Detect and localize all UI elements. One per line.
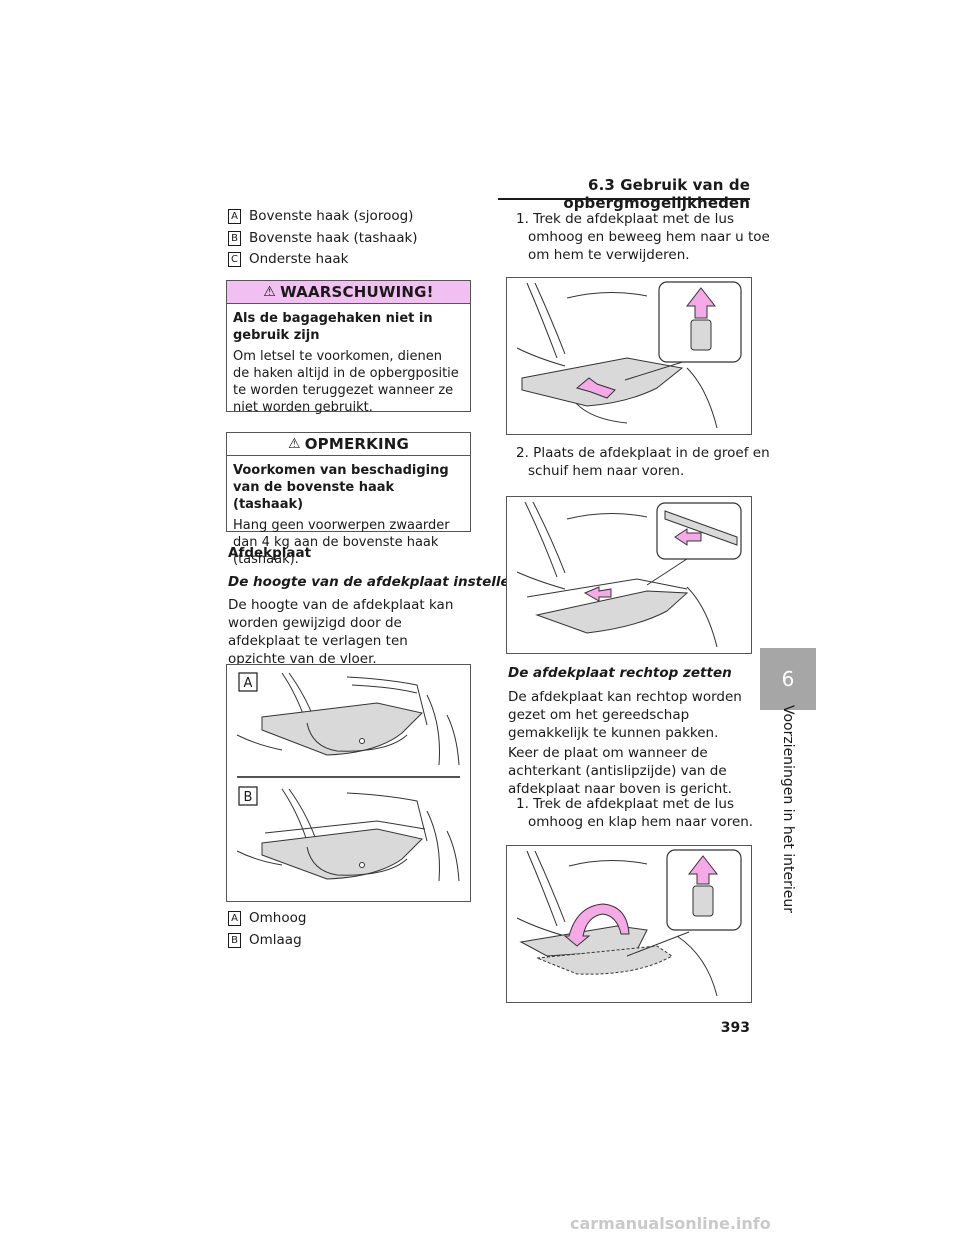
legend-item-b: B Bovenste haak (tashaak) bbox=[228, 230, 418, 246]
warning-header: ⚠ WAARSCHUWING! bbox=[227, 281, 470, 304]
badge-b: B bbox=[228, 932, 241, 948]
notice-heading: Voorkomen van beschadiging van de bovens… bbox=[233, 463, 449, 512]
legend-item-a: A Bovenste haak (sjoroog) bbox=[228, 208, 413, 224]
chapter-number: 6 bbox=[781, 667, 795, 691]
notice-title: OPMERKING bbox=[304, 435, 410, 453]
insert-cover-figure bbox=[506, 496, 752, 654]
warning-title: WAARSCHUWING! bbox=[280, 283, 434, 301]
subsection-heading-upright: De afdekplaat rechtop zetten bbox=[508, 665, 732, 681]
badge-b: B bbox=[228, 230, 241, 246]
legend-text: Bovenste haak (sjoroog) bbox=[249, 208, 414, 224]
step-remove: 1. Trek de afdekplaat met de lus omhoog … bbox=[516, 211, 770, 263]
fold-cover-figure bbox=[506, 845, 752, 1003]
legend-text: Omhoog bbox=[249, 910, 307, 926]
notice-header: ⚠ OPMERKING bbox=[227, 433, 470, 456]
paragraph-flip: Keer de plaat om wanneer de achterkant (… bbox=[508, 745, 732, 797]
warning-heading: Als de bagagehaken niet in gebruik zijn bbox=[233, 311, 433, 343]
header-rule bbox=[498, 198, 750, 200]
figure-label-a: A bbox=[244, 676, 253, 691]
legend-text: Onderste haak bbox=[249, 251, 349, 267]
chapter-side-label: Voorzieningen in het interieur bbox=[760, 705, 816, 913]
chapter-tab: 6 bbox=[760, 648, 816, 710]
subsection-heading-height: De hoogte van de afdekplaat instellen bbox=[228, 574, 520, 590]
step-fold: 1. Trek de afdekplaat met de lus omhoog … bbox=[516, 796, 754, 830]
notice-body: Hang geen voorwerpen zwaarder dan 4 kg a… bbox=[233, 518, 450, 567]
section-heading: Afdekplaat bbox=[228, 545, 312, 561]
badge-c: C bbox=[228, 251, 241, 267]
section-title: 6.3 Gebruik van de opbergmogelijkheden bbox=[563, 176, 750, 212]
remove-cover-figure bbox=[506, 277, 752, 435]
watermark: carmanualsonline.info bbox=[570, 1214, 771, 1233]
figure-label-b: B bbox=[244, 790, 253, 805]
paragraph-height: De hoogte van de afdekplaat kan worden g… bbox=[228, 597, 454, 667]
legend-text: Omlaag bbox=[249, 932, 302, 948]
step-insert: 2. Plaats de afdekplaat in de groef en s… bbox=[516, 445, 770, 479]
cover-height-figure: A B bbox=[226, 664, 471, 902]
badge-a: A bbox=[228, 910, 241, 926]
legend-item-down: B Omlaag bbox=[228, 932, 302, 948]
warning-triangle-icon: ⚠ bbox=[263, 284, 277, 300]
legend-text: Bovenste haak (tashaak) bbox=[249, 230, 418, 246]
legend-item-c: C Onderste haak bbox=[228, 251, 348, 267]
chapter-label-text: Voorzieningen in het interieur bbox=[780, 704, 796, 914]
warning-box: ⚠ WAARSCHUWING! Als de bagagehaken niet … bbox=[226, 280, 471, 415]
notice-triangle-icon: ⚠ bbox=[287, 436, 301, 452]
paragraph-upright: De afdekplaat kan rechtop worden gezet o… bbox=[508, 689, 742, 741]
badge-a: A bbox=[228, 208, 241, 224]
warning-body: Om letsel te voorkomen, dienen de haken … bbox=[233, 349, 459, 415]
legend-item-up: A Omhoog bbox=[228, 910, 306, 926]
page-number: 393 bbox=[720, 1020, 750, 1036]
notice-box: ⚠ OPMERKING Voorkomen van beschadiging v… bbox=[226, 432, 471, 567]
